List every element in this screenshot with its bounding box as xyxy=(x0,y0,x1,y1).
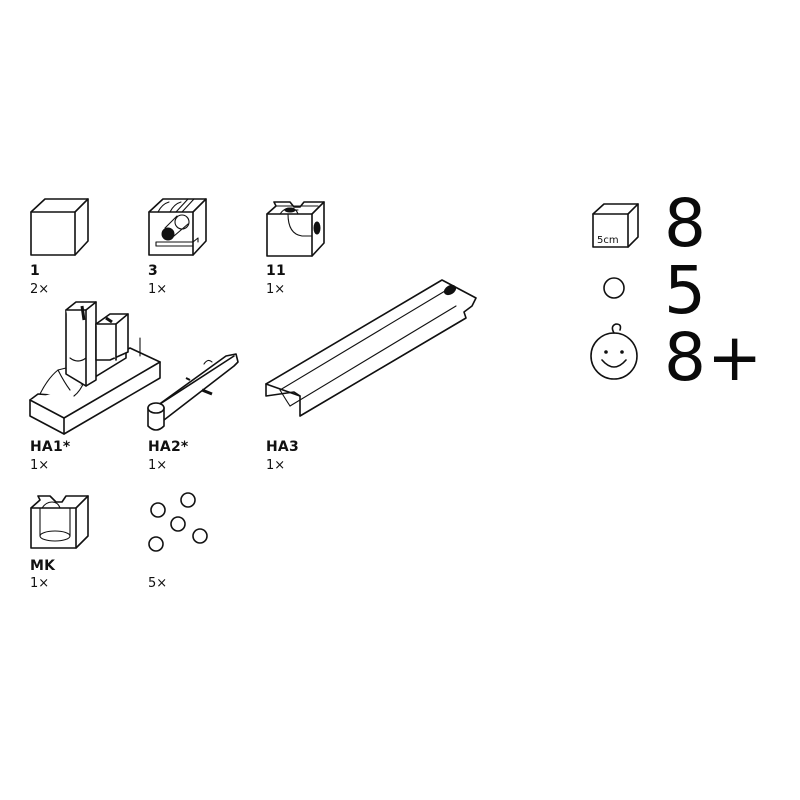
ha1-holder-icon xyxy=(29,301,161,435)
cube-5cm-icon: 5cm xyxy=(592,203,639,248)
part-label: 3 xyxy=(148,263,158,279)
plain-cube-icon xyxy=(30,198,89,256)
cube-size-label: 5cm xyxy=(597,235,619,246)
part-quantity: 5× xyxy=(148,576,168,591)
cube-3-channel-icon xyxy=(148,198,207,256)
ha3-rail-icon xyxy=(265,279,477,417)
part-quantity: 1× xyxy=(30,458,50,473)
part-quantity: 1× xyxy=(266,458,286,473)
age-recommendation: 8+ xyxy=(664,319,764,396)
part-label: HA3 xyxy=(266,439,299,455)
part-quantity: 1× xyxy=(148,282,168,297)
cube-11-curve-icon xyxy=(266,201,325,257)
part-quantity: 1× xyxy=(266,282,286,297)
part-quantity: 2× xyxy=(30,282,50,297)
part-label: HA2* xyxy=(148,439,189,455)
part-label: 11 xyxy=(266,263,286,279)
child-face-icon xyxy=(590,323,638,380)
ha2-lever-icon xyxy=(147,353,239,431)
marble-circle-icon xyxy=(603,277,625,299)
cube-count: 8 xyxy=(664,185,707,262)
mk-cup-cube-icon xyxy=(30,495,89,549)
part-label: 1 xyxy=(30,263,40,279)
part-label: MK xyxy=(30,558,56,574)
part-label: HA1* xyxy=(30,439,71,455)
part-quantity: 1× xyxy=(148,458,168,473)
marbles-icon xyxy=(148,492,208,552)
marble-count: 5 xyxy=(664,252,707,329)
part-quantity: 1× xyxy=(30,576,50,591)
